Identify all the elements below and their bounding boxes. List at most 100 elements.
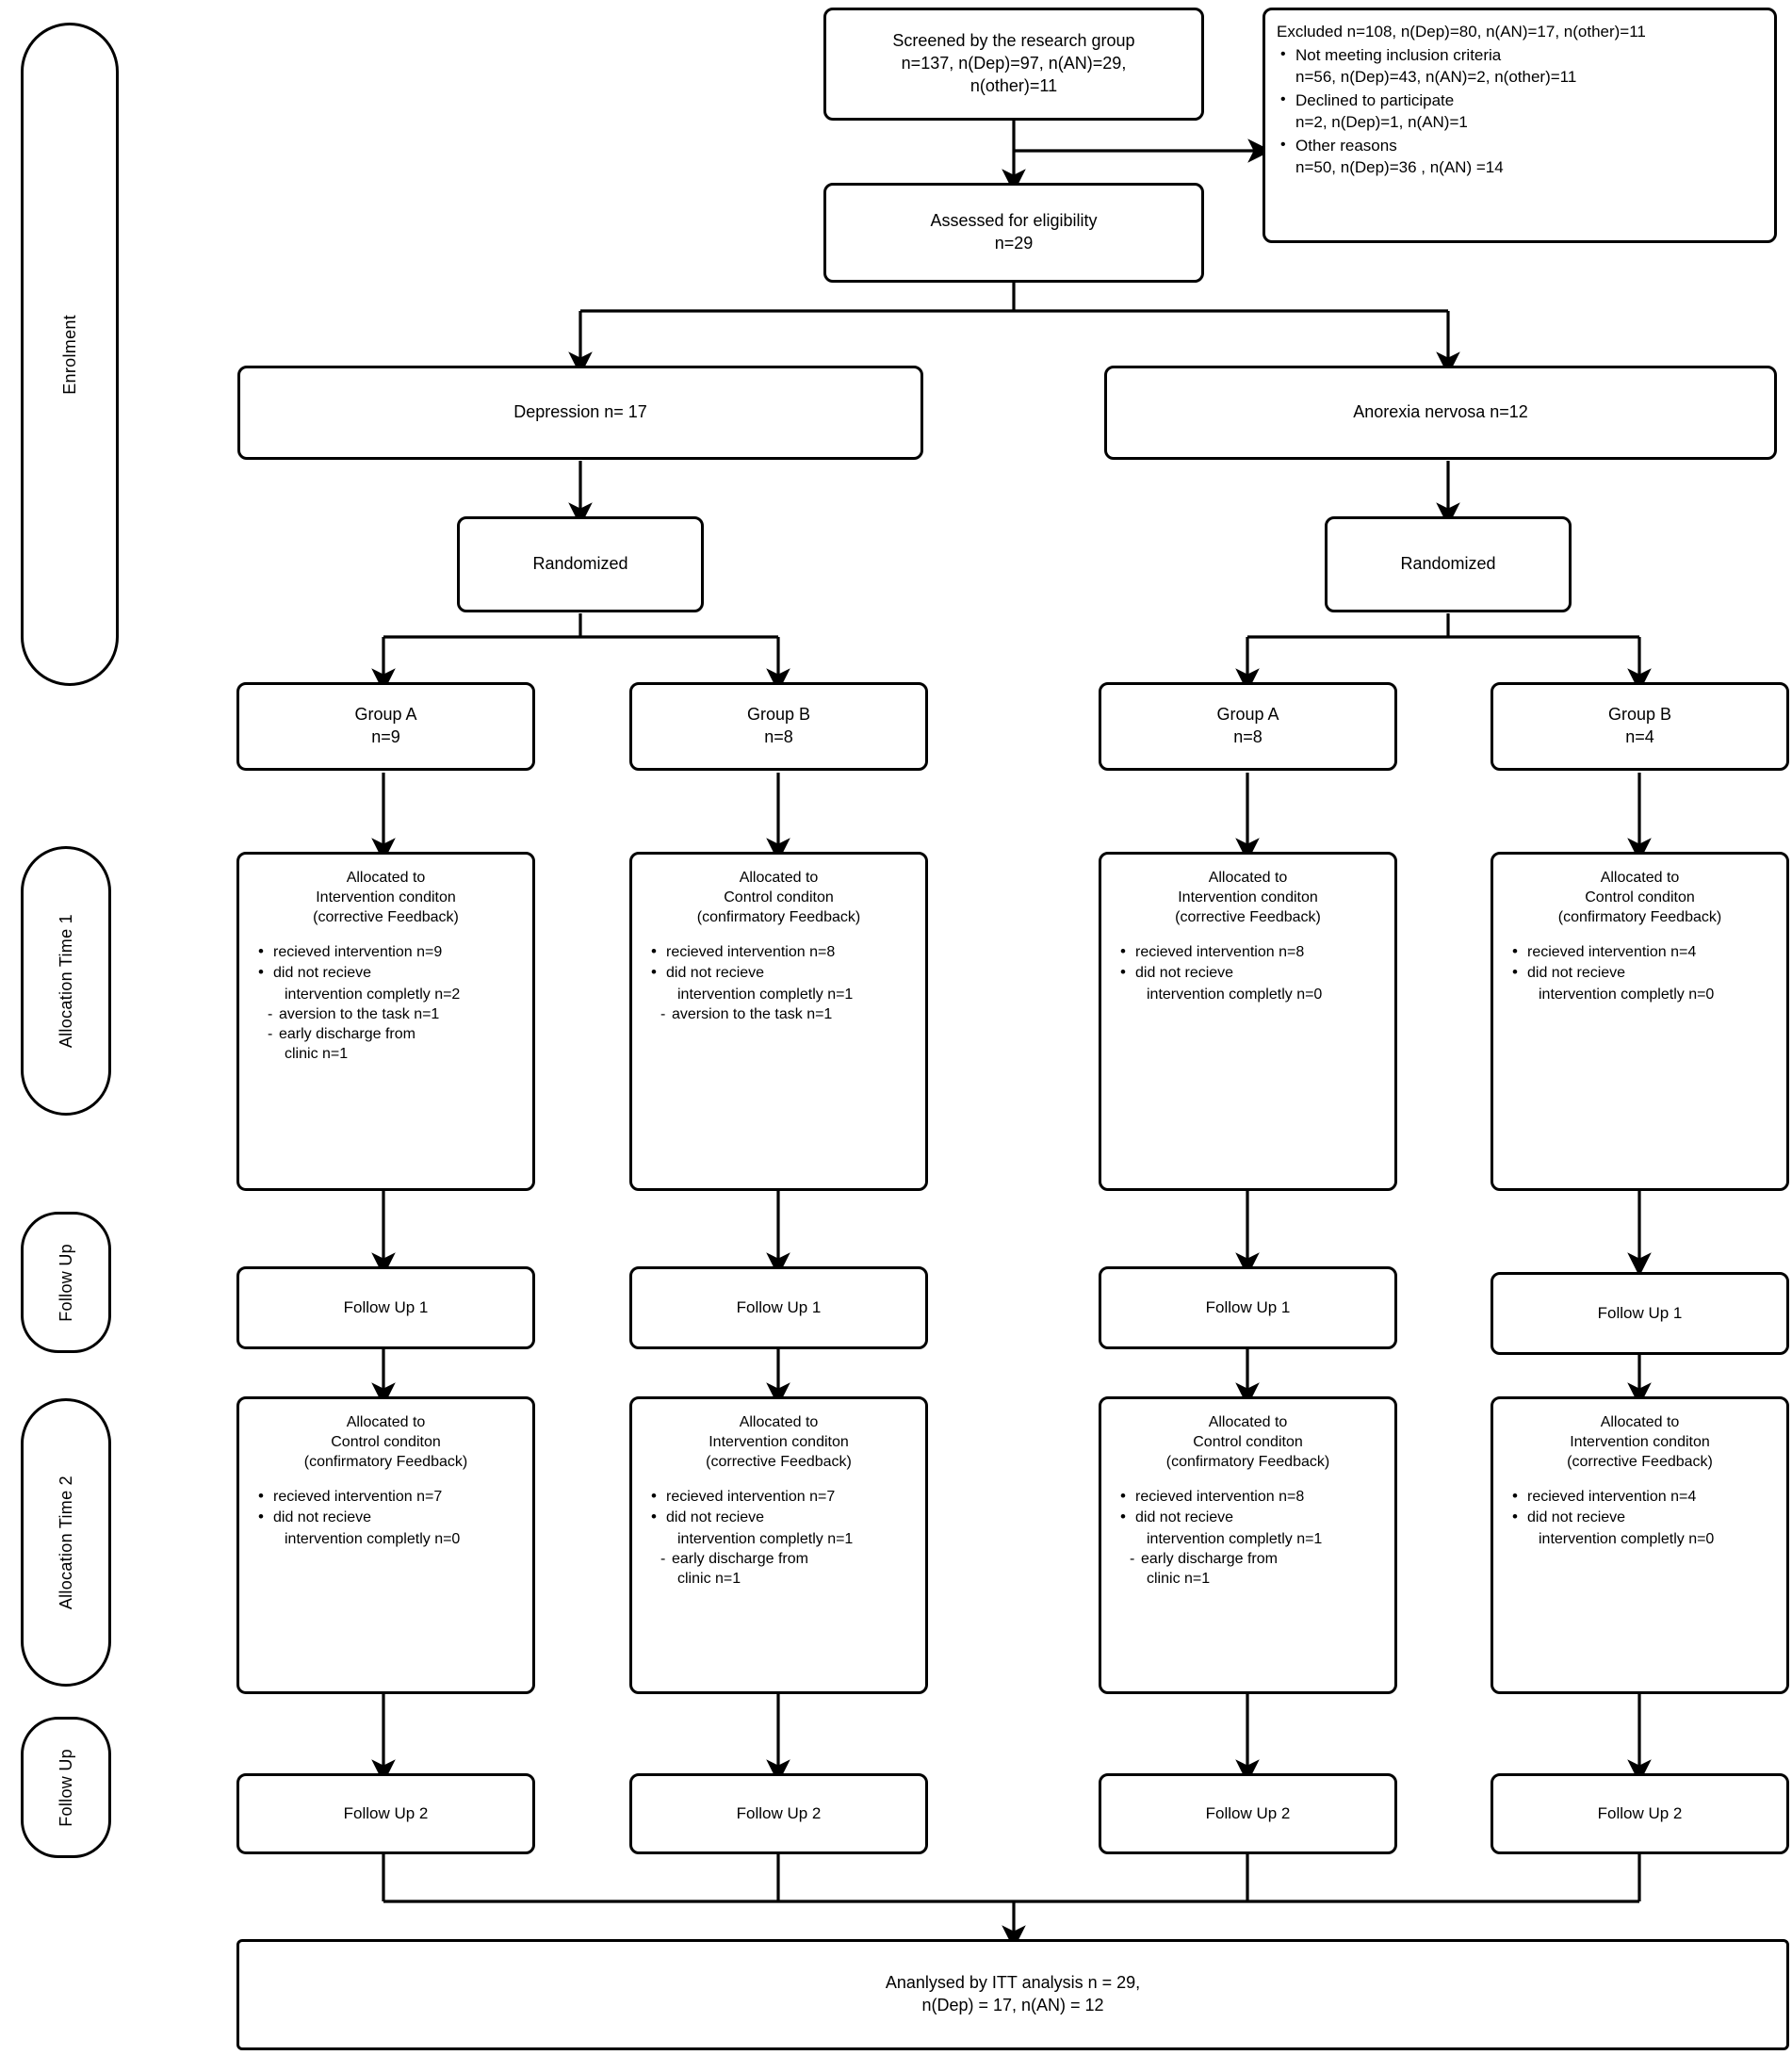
allocation-t1-dep-a-head-2: Intervention conditon (316, 889, 456, 906)
allocation-t1-box-dep-a: Allocated to Intervention conditon (corr… (236, 852, 535, 1191)
arm-depression-label: Depression n= 17 (513, 402, 647, 422)
allocation-t1-dep-b-head-2: Control conditon (724, 889, 834, 906)
allocation-t1-an-b-head-1: Allocated to (1600, 870, 1680, 886)
stage-label-follow-up-1: Follow Up (21, 1212, 111, 1353)
follow-up-1-dep-b-label: Follow Up 1 (736, 1297, 822, 1316)
detail-line: clinic n=1 (677, 1570, 741, 1587)
allocation-t1-dep-a-head-3: (corrective Feedback) (313, 909, 459, 926)
analysis-line-2: n(Dep) = 17, n(AN) = 12 (921, 1996, 1104, 2014)
detail-line: early discharge from (649, 1549, 916, 1569)
detail-line: recieved intervention n=7 (256, 1486, 523, 1508)
detail-line: intervention completly n=1 (677, 1530, 854, 1547)
allocation-t2-dep-a-head-3: (confirmatory Feedback) (303, 1454, 468, 1471)
allocation-t1-dep-b-details: recieved intervention n=8 did not reciev… (632, 941, 925, 1024)
allocation-t2-box-dep-b: Allocated to Intervention conditon (corr… (629, 1396, 928, 1694)
allocation-t2-an-a-head-2: Control conditon (1193, 1434, 1303, 1451)
detail-line: recieved intervention n=8 (1118, 941, 1385, 963)
allocation-t1-an-a-head-3: (corrective Feedback) (1175, 909, 1321, 926)
stage-label-allocation-time-2-text: Allocation Time 2 (56, 1475, 75, 1610)
follow-up-1-box-an-a: Follow Up 1 (1099, 1266, 1397, 1349)
eligibility-line-1: Assessed for eligibility (930, 211, 1098, 231)
excluded-reason-3-detail: n=50, n(Dep)=36 , n(AN) =14 (1295, 157, 1504, 176)
detail-line: intervention completly n=1 (1147, 1530, 1323, 1547)
analysis-box: Ananlysed by ITT analysis n = 29, n(Dep)… (236, 1939, 1789, 2050)
excluded-reason-2: Declined to participate n=2, n(Dep)=1, n… (1277, 90, 1765, 133)
excluded-reason-2-label: Declined to participate (1295, 91, 1455, 110)
group-an-a-line-2: n=8 (1233, 727, 1263, 746)
follow-up-1-dep-a-label: Follow Up 1 (343, 1297, 429, 1316)
follow-up-2-box-an-b: Follow Up 2 (1491, 1773, 1789, 1854)
detail-line: clinic n=1 (285, 1045, 349, 1062)
detail-line: intervention completly n=2 (285, 986, 461, 1003)
allocation-t1-dep-b-head-1: Allocated to (739, 870, 819, 886)
allocation-t2-dep-a-details: recieved intervention n=7 did not reciev… (239, 1486, 532, 1548)
excluded-reason-1-detail: n=56, n(Dep)=43, n(AN)=2, n(other)=11 (1295, 67, 1577, 86)
group-box-dep-a: Group A n=9 (236, 682, 535, 771)
stage-label-follow-up-1-text: Follow Up (56, 1243, 75, 1322)
stage-label-follow-up-2-text: Follow Up (56, 1748, 75, 1827)
detail-line: intervention completly n=0 (1539, 986, 1715, 1003)
screened-box: Screened by the research group n=137, n(… (823, 8, 1204, 121)
allocation-t2-dep-a-head-2: Control conditon (331, 1434, 441, 1451)
follow-up-1-box-an-b: Follow Up 1 (1491, 1272, 1789, 1355)
group-box-an-a: Group A n=8 (1099, 682, 1397, 771)
allocation-t2-an-b-details: recieved intervention n=4 did not reciev… (1493, 1486, 1786, 1548)
detail-line: recieved intervention n=9 (256, 941, 523, 963)
group-dep-a-line-1: Group A (354, 705, 417, 725)
screened-line-3: n(other)=11 (969, 75, 1058, 95)
detail-line: did not recieve (256, 1507, 523, 1528)
detail-line: did not recieve (256, 962, 523, 984)
stage-label-allocation-time-2: Allocation Time 2 (21, 1398, 111, 1687)
detail-line: recieved intervention n=8 (649, 941, 916, 963)
group-box-an-b: Group B n=4 (1491, 682, 1789, 771)
follow-up-1-an-a-label: Follow Up 1 (1205, 1297, 1291, 1316)
detail-line: intervention completly n=0 (285, 1530, 461, 1547)
allocation-t2-box-an-a: Allocated to Control conditon (confirmat… (1099, 1396, 1397, 1694)
allocation-t2-an-b-head-2: Intervention conditon (1570, 1434, 1710, 1451)
arm-box-anorexia: Anorexia nervosa n=12 (1104, 366, 1777, 460)
allocation-t2-an-a-head-3: (confirmatory Feedback) (1165, 1454, 1330, 1471)
stage-label-enrolment-text: Enrolment (59, 314, 79, 395)
detail-line: recieved intervention n=4 (1510, 941, 1777, 963)
allocation-t2-dep-a-head-1: Allocated to (346, 1414, 426, 1430)
follow-up-2-box-dep-a: Follow Up 2 (236, 1773, 535, 1854)
allocation-t1-an-b-head-2: Control conditon (1585, 889, 1695, 906)
allocation-t1-an-b-details: recieved intervention n=4 did not reciev… (1493, 941, 1786, 1003)
assessed-for-eligibility-box: Assessed for eligibility n=29 (823, 183, 1204, 283)
excluded-reason-1: Not meeting inclusion criteria n=56, n(D… (1277, 44, 1765, 88)
allocation-t1-an-b-head-3: (confirmatory Feedback) (1557, 909, 1722, 926)
follow-up-2-an-a-label: Follow Up 2 (1205, 1803, 1291, 1822)
allocation-t2-dep-b-details: recieved intervention n=7 did not reciev… (632, 1486, 925, 1589)
stage-label-enrolment: Enrolment (21, 23, 119, 686)
group-an-b-line-2: n=4 (1625, 727, 1654, 746)
allocation-t2-dep-b-head-2: Intervention conditon (709, 1434, 849, 1451)
follow-up-2-dep-a-label: Follow Up 2 (343, 1803, 429, 1822)
allocation-t2-box-dep-a: Allocated to Control conditon (confirmat… (236, 1396, 535, 1694)
allocation-t1-an-a-details: recieved intervention n=8 did not reciev… (1101, 941, 1394, 1003)
excluded-box: Excluded n=108, n(Dep)=80, n(AN)=17, n(o… (1263, 8, 1777, 243)
allocation-t1-an-a-head-1: Allocated to (1208, 870, 1288, 886)
stage-label-allocation-time-1-text: Allocation Time 1 (56, 913, 75, 1049)
detail-line: did not recieve (1510, 1507, 1777, 1528)
excluded-reason-3: Other reasons n=50, n(Dep)=36 , n(AN) =1… (1277, 135, 1765, 178)
allocation-t2-an-a-head-1: Allocated to (1208, 1414, 1288, 1430)
follow-up-2-box-dep-b: Follow Up 2 (629, 1773, 928, 1854)
allocation-t2-dep-b-head-3: (corrective Feedback) (706, 1454, 852, 1471)
allocation-t2-an-a-details: recieved intervention n=8 did not reciev… (1101, 1486, 1394, 1589)
eligibility-line-2: n=29 (994, 234, 1034, 253)
randomized-depression-label: Randomized (532, 554, 628, 574)
excluded-reason-1-label: Not meeting inclusion criteria (1295, 46, 1502, 65)
group-an-a-line-1: Group A (1216, 705, 1279, 725)
allocation-t2-an-b-head-1: Allocated to (1600, 1414, 1680, 1430)
excluded-head: Excluded n=108, n(Dep)=80, n(AN)=17, n(o… (1277, 23, 1646, 41)
arm-anorexia-label: Anorexia nervosa n=12 (1353, 402, 1528, 422)
group-dep-b-line-2: n=8 (764, 727, 793, 746)
detail-line: did not recieve (1510, 962, 1777, 984)
allocation-t1-box-dep-b: Allocated to Control conditon (confirmat… (629, 852, 928, 1191)
stage-label-follow-up-2: Follow Up (21, 1717, 111, 1858)
allocation-t1-dep-a-head-1: Allocated to (346, 870, 426, 886)
follow-up-2-an-b-label: Follow Up 2 (1597, 1803, 1683, 1822)
detail-line: clinic n=1 (1147, 1570, 1211, 1587)
detail-line: early discharge from (256, 1024, 523, 1044)
group-box-dep-b: Group B n=8 (629, 682, 928, 771)
